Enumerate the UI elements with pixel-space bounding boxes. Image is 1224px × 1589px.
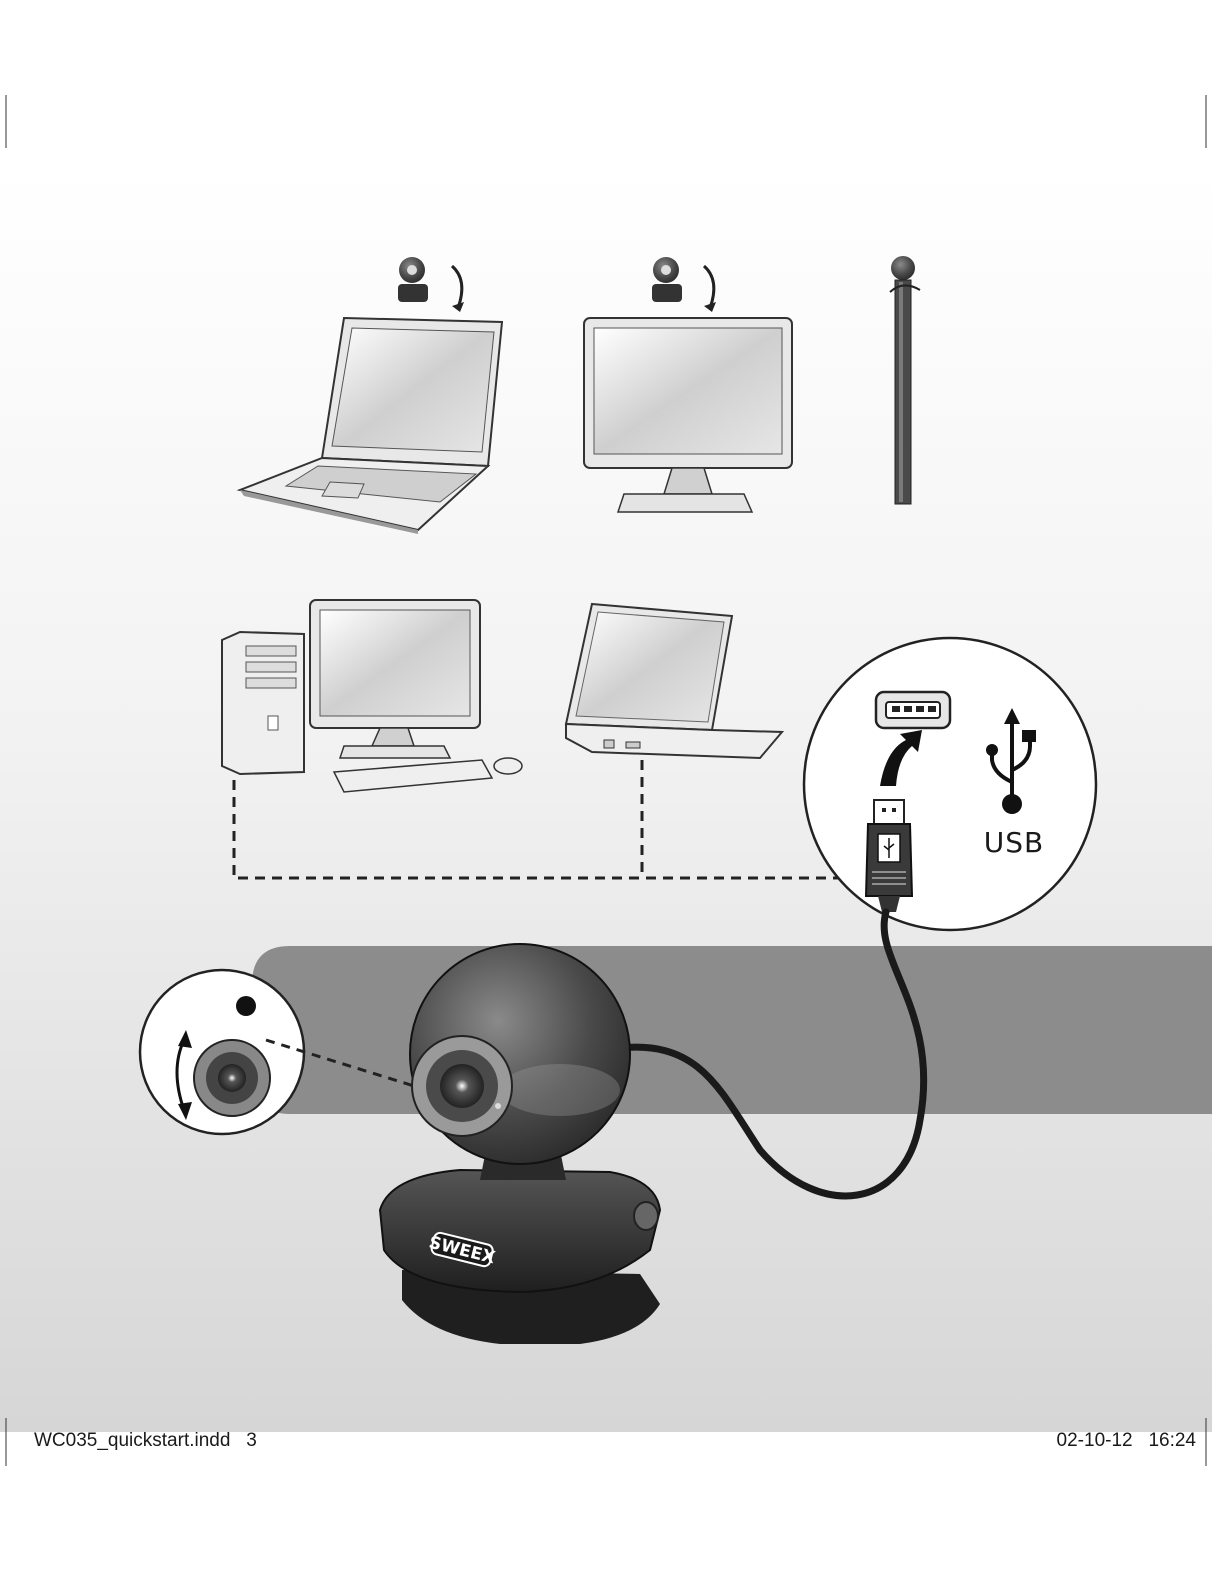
footer-time: 16:24	[1148, 1430, 1196, 1451]
footer-page-number: 3	[246, 1430, 257, 1451]
lens-focus-icon	[140, 970, 304, 1134]
footer-timestamp: 02-10-12 16:24	[1057, 1430, 1196, 1452]
footer-date: 02-10-12	[1057, 1430, 1133, 1451]
usb-callout: USB	[804, 638, 1096, 930]
usb-label: USB	[984, 826, 1044, 859]
usb-port-icon	[876, 692, 950, 728]
grey-band	[252, 946, 1212, 1114]
footer-file-name: WC035_quickstart.indd	[34, 1430, 230, 1451]
footer-file-info: WC035_quickstart.indd 3	[34, 1430, 257, 1452]
